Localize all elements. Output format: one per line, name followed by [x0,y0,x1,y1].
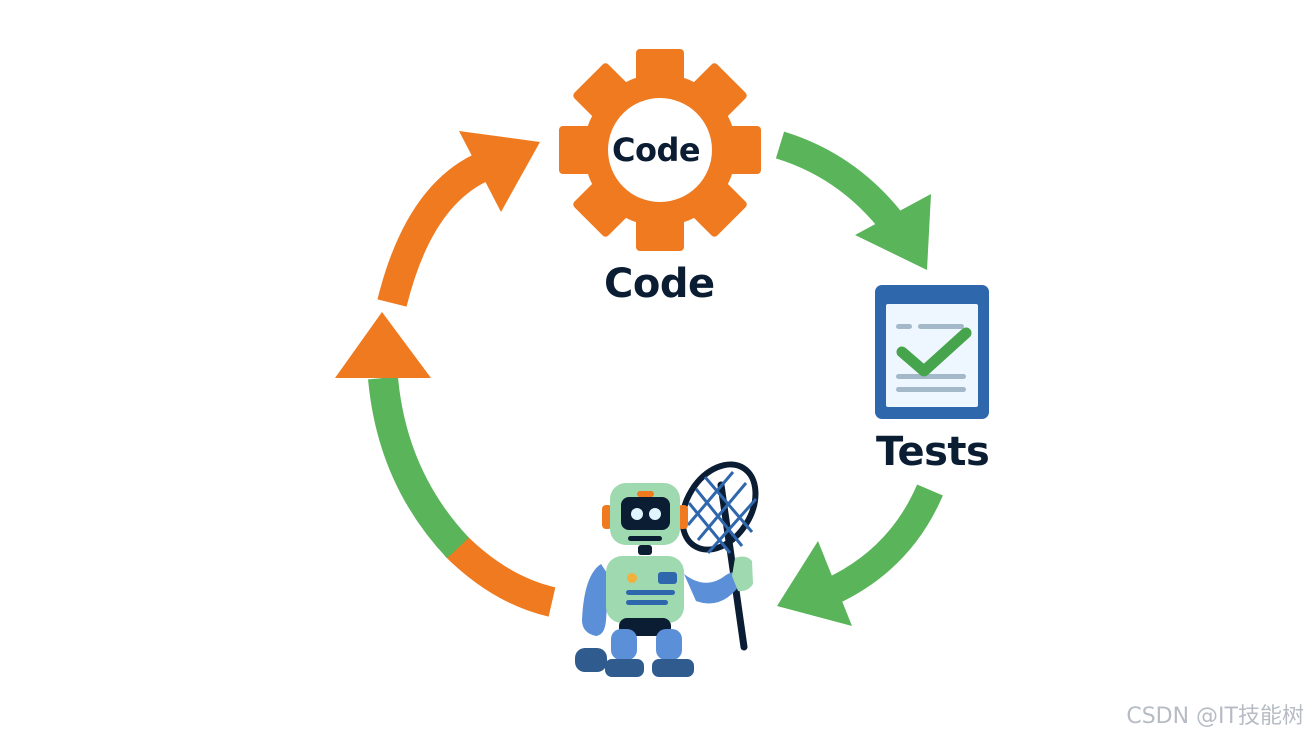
checklist-icon [875,285,989,419]
arrow-left-to-code [377,154,487,307]
arrowhead-left-triangle [335,312,431,378]
code-label: Code [604,261,715,307]
arrow-agent-green-segment [368,376,470,559]
arrowhead-tests-to-agent [777,541,852,626]
robot-with-net-icon [575,461,759,677]
tests-label: Tests [876,429,990,475]
gear-text: Code [612,131,701,169]
cycle-arrows [335,131,943,626]
arrowhead-left-to-code [459,131,540,212]
arrow-tests-to-agent [823,484,943,605]
arrowhead-code-to-tests [855,194,931,270]
arrow-agent-lower-orange [444,534,556,617]
watermark-text: CSDN @IT技能树 [1126,704,1304,729]
gear-icon [559,49,761,251]
